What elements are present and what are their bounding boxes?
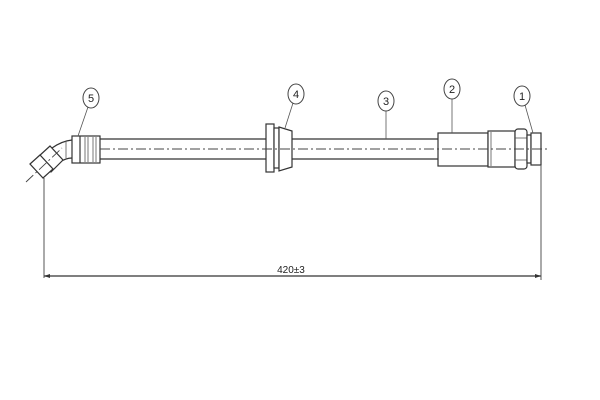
svg-text:3: 3: [383, 96, 389, 108]
crimp-ferrule-part-5: [71, 135, 101, 164]
svg-text:1: 1: [519, 91, 525, 103]
balloon-1: 1: [513, 85, 531, 107]
arrow-left-icon: [44, 274, 50, 278]
dimension-label: 420±3: [277, 265, 305, 276]
svg-text:5: 5: [88, 93, 94, 105]
balloon-3: 3: [377, 90, 395, 112]
balloon-4: 4: [287, 83, 305, 105]
arrow-right-icon: [535, 274, 541, 278]
balloon-5: 5: [82, 87, 100, 109]
grommet-part-4: [265, 123, 293, 173]
overall-length-dimension: 420±3: [43, 165, 542, 280]
svg-text:2: 2: [449, 84, 455, 96]
svg-text:4: 4: [293, 89, 299, 101]
balloon-2: 2: [443, 78, 461, 100]
angled-end-fitting: [25, 139, 73, 183]
leader-lines: [77, 98, 534, 139]
